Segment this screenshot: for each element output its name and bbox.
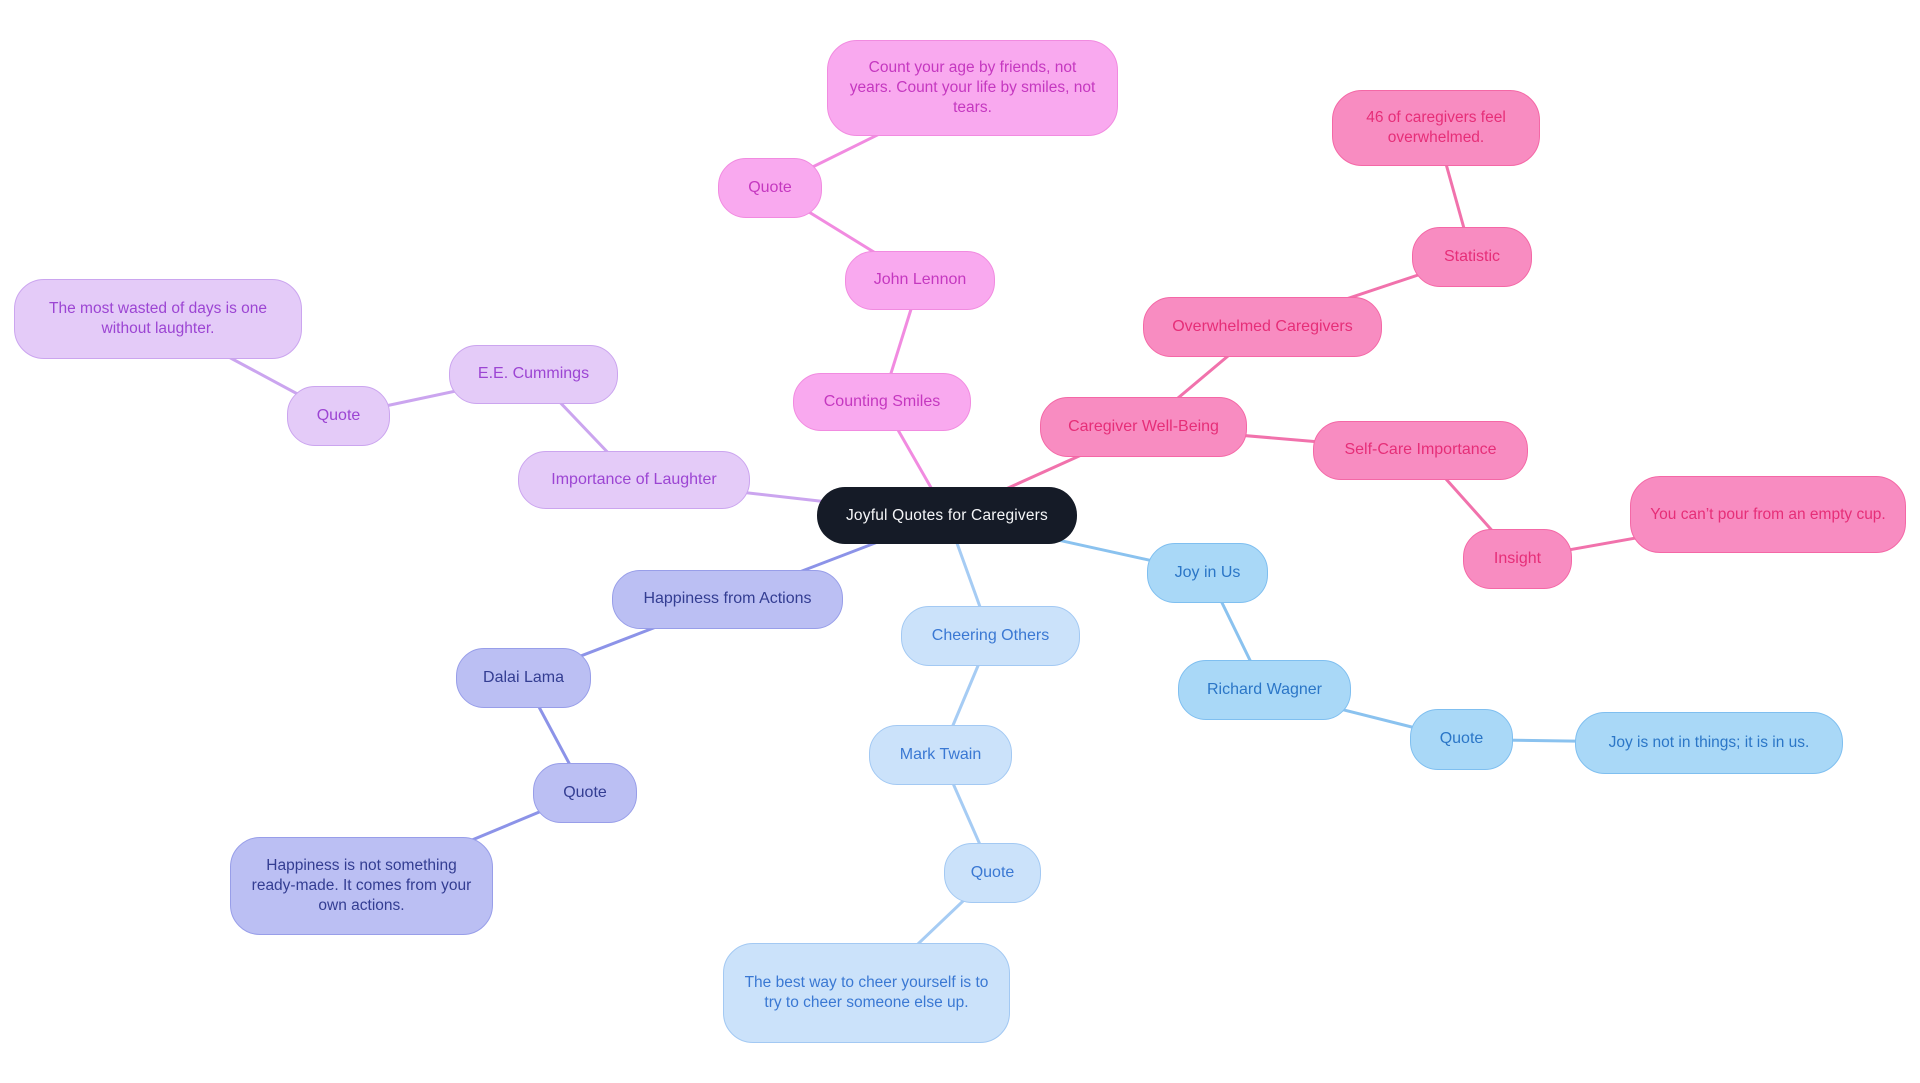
node-overwhelmed-caregivers[interactable]: Overwhelmed Caregivers — [1143, 297, 1382, 357]
node-label: Quote — [563, 783, 607, 801]
node-self-care-importance[interactable]: Self-Care Importance — [1313, 421, 1528, 480]
node-label: Dalai Lama — [483, 668, 564, 686]
node-label: Quote — [748, 178, 792, 196]
node-label: Counting Smiles — [823, 392, 941, 410]
node-quote-text-ee-cummings[interactable]: The most wasted of days is one without l… — [14, 279, 302, 359]
node-label: Cheering Others — [931, 626, 1050, 644]
node-caregiver-well-being[interactable]: Caregiver Well-Being — [1040, 397, 1247, 457]
node-label: The best way to cheer yourself is to try… — [744, 974, 989, 1011]
node-label: The most wasted of days is one without l… — [49, 300, 267, 337]
node-label: 46 of caregivers feel overwhelmed. — [1366, 109, 1506, 146]
node-label: Count your age by friends, not years. Co… — [849, 59, 1096, 116]
node-label: Quote — [970, 863, 1015, 881]
node-central-topic[interactable]: Joyful Quotes for Caregivers — [817, 487, 1077, 544]
node-ee-cummings[interactable]: E.E. Cummings — [449, 345, 618, 404]
node-label: Joy in Us — [1174, 563, 1241, 581]
node-label: Quote — [1439, 730, 1484, 748]
node-quote-john-lennon[interactable]: Quote — [718, 158, 822, 218]
node-quote-text-richard-wagner[interactable]: Joy is not in things; it is in us. — [1575, 712, 1843, 774]
node-quote-text-dalai-lama[interactable]: Happiness is not something ready-made. I… — [230, 837, 493, 935]
node-label: Overwhelmed Caregivers — [1172, 317, 1353, 335]
node-label: Self-Care Importance — [1344, 441, 1497, 459]
node-label: Importance of Laughter — [551, 470, 717, 488]
node-quote-mark-twain[interactable]: Quote — [944, 843, 1041, 903]
node-mark-twain[interactable]: Mark Twain — [869, 725, 1012, 785]
node-label: Quote — [316, 406, 361, 424]
node-cheering-others[interactable]: Cheering Others — [901, 606, 1080, 666]
node-label: Statistic — [1443, 247, 1500, 265]
node-dalai-lama[interactable]: Dalai Lama — [456, 648, 591, 708]
node-quote-text-mark-twain[interactable]: The best way to cheer yourself is to try… — [723, 943, 1010, 1043]
node-quote-richard-wagner[interactable]: Quote — [1410, 709, 1513, 770]
node-richard-wagner[interactable]: Richard Wagner — [1178, 660, 1351, 720]
node-joy-in-us[interactable]: Joy in Us — [1147, 543, 1268, 603]
node-statistic-text[interactable]: 46 of caregivers feel overwhelmed. — [1332, 90, 1540, 166]
node-statistic[interactable]: Statistic — [1412, 227, 1532, 287]
node-label: Joy is not in things; it is in us. — [1608, 734, 1810, 752]
node-quote-text-john-lennon[interactable]: Count your age by friends, not years. Co… — [827, 40, 1118, 136]
node-label: John Lennon — [873, 271, 967, 289]
node-label: You can’t pour from an empty cup. — [1650, 505, 1886, 523]
node-importance-of-laughter[interactable]: Importance of Laughter — [518, 451, 750, 509]
node-label: Caregiver Well-Being — [1068, 417, 1219, 435]
node-john-lennon[interactable]: John Lennon — [845, 251, 995, 310]
node-insight-text[interactable]: You can’t pour from an empty cup. — [1630, 476, 1906, 553]
node-label: Happiness from Actions — [643, 590, 812, 608]
node-label: Mark Twain — [899, 745, 982, 763]
node-quote-ee-cummings[interactable]: Quote — [287, 386, 390, 446]
node-quote-dalai-lama[interactable]: Quote — [533, 763, 637, 823]
node-label: Joyful Quotes for Caregivers — [845, 506, 1048, 524]
node-happiness-from-actions[interactable]: Happiness from Actions — [612, 570, 843, 629]
node-label: E.E. Cummings — [477, 365, 590, 383]
node-label: Insight — [1493, 549, 1542, 567]
node-insight[interactable]: Insight — [1463, 529, 1572, 589]
node-label: Richard Wagner — [1206, 680, 1322, 698]
node-counting-smiles[interactable]: Counting Smiles — [793, 373, 971, 431]
node-label: Happiness is not something ready-made. I… — [251, 857, 472, 914]
